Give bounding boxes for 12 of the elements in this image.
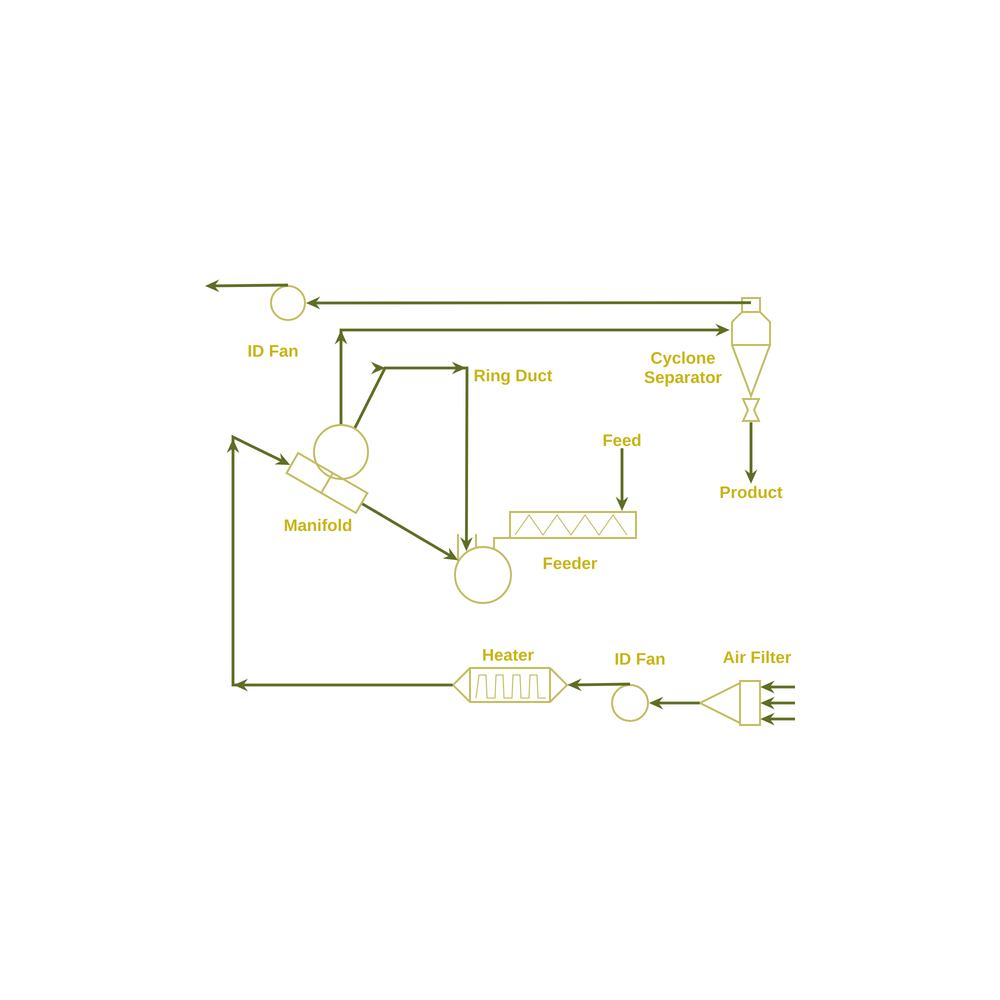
equipment-label: Manifold	[284, 518, 352, 532]
circle-symbol	[313, 424, 369, 480]
equipment-label: ID Fan	[616, 653, 664, 665]
equipment-label: Heater	[483, 649, 534, 661]
equipment-label: Feeder	[544, 556, 598, 570]
equipment-label: Cyclone Separator	[644, 352, 722, 386]
equipment-label: ID Fan	[248, 345, 298, 357]
stream-label: Product	[720, 486, 782, 498]
flow-arrow	[226, 434, 453, 692]
stream-label: Feed	[604, 434, 640, 446]
duct-label: Ring Duct	[474, 369, 552, 385]
equipment-label: Air Filter	[723, 650, 792, 664]
